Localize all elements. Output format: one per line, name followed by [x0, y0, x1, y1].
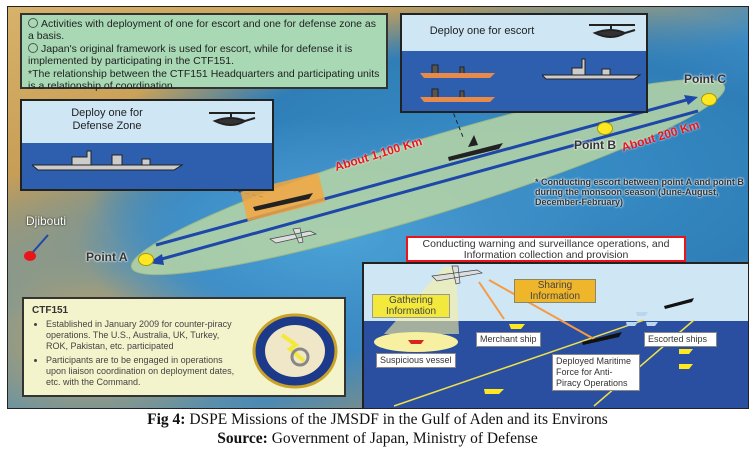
aircraft-icon [269, 227, 318, 244]
infographic-map: Activities with deployment of one for es… [7, 6, 749, 409]
point-a-marker [138, 253, 154, 266]
aircraft-icon [431, 265, 483, 285]
suspicious-vessel-label: Suspicious vessel [376, 353, 456, 368]
point-c-marker [701, 93, 717, 106]
point-b-marker [597, 122, 613, 135]
defense-zone-panel: Deploy one for Defense Zone [20, 99, 274, 191]
connector-escort [450, 106, 464, 138]
arrowhead-east [684, 95, 698, 105]
ctf151-box: CTF151 Established in January 2009 for c… [22, 297, 346, 397]
merchant-ship-icon [420, 64, 495, 102]
ctf151-seal-icon [252, 313, 338, 389]
source-text: Government of Japan, Ministry of Defense [267, 430, 538, 447]
deployed-force-label: Deployed Maritime Force for Anti-Piracy … [552, 354, 640, 391]
destroyer-icon [253, 193, 313, 211]
surveillance-panel: Gathering Information Sharing Informatio… [362, 262, 748, 408]
destroyer-icon [448, 135, 503, 161]
share-arrow [488, 279, 595, 340]
fig-title: DSPE Missions of the JMSDF in the Gulf o… [185, 411, 608, 428]
share-arrow [478, 281, 505, 320]
defense-zone-title: Deploy one for Defense Zone [71, 107, 143, 132]
ctf151-title: CTF151 [32, 305, 69, 316]
source-label: Source: [217, 430, 268, 447]
helicopter-icon [209, 112, 256, 126]
destroyer-icon [542, 58, 642, 80]
gathering-info-label: Gathering Information [372, 294, 450, 318]
figure-caption: Fig 4: DSPE Missions of the JMSDF in the… [0, 410, 755, 448]
ctf151-item: Participants are to be engaged in operat… [46, 355, 236, 388]
ctf151-item: Established in January 2009 for counter-… [46, 319, 236, 352]
sharing-info-label: Sharing Information [514, 279, 596, 303]
surveillance-title: Conducting warning and surveillance oper… [406, 236, 686, 262]
bullet-circle-icon [28, 43, 38, 53]
djibouti-marker [24, 251, 36, 261]
suspicious-vessel-icon [408, 340, 424, 344]
merchant-ship-label: Merchant ship [476, 332, 541, 347]
point-c-label: Point C [684, 72, 726, 86]
info-item: Japan's original framework is used for e… [28, 43, 353, 67]
djibouti-pointer [32, 234, 49, 253]
fig-label: Fig 4: [147, 411, 186, 428]
monsoon-note: * Conducting escort between point A and … [535, 177, 744, 207]
escorted-ships-label: Escorted ships [644, 332, 717, 347]
escorted-ship-icon [626, 312, 658, 326]
escort-panel: Deploy one for escort [400, 13, 648, 113]
escort-title: Deploy one for escort [429, 25, 535, 37]
route-arrow-lower [157, 109, 699, 262]
helicopter-icon [589, 24, 636, 38]
destroyer-icon [582, 298, 694, 345]
djibouti-label: Djibouti [26, 214, 67, 228]
bullet-circle-icon [28, 18, 38, 28]
info-box: Activities with deployment of one for es… [20, 13, 388, 92]
point-a-label: Point A [86, 250, 128, 264]
destroyer-icon [32, 150, 184, 171]
point-b-label: Point B [574, 138, 616, 152]
info-item: Activities with deployment of one for es… [28, 18, 377, 42]
info-note: *The relationship between the CTF151 Hea… [28, 68, 380, 92]
